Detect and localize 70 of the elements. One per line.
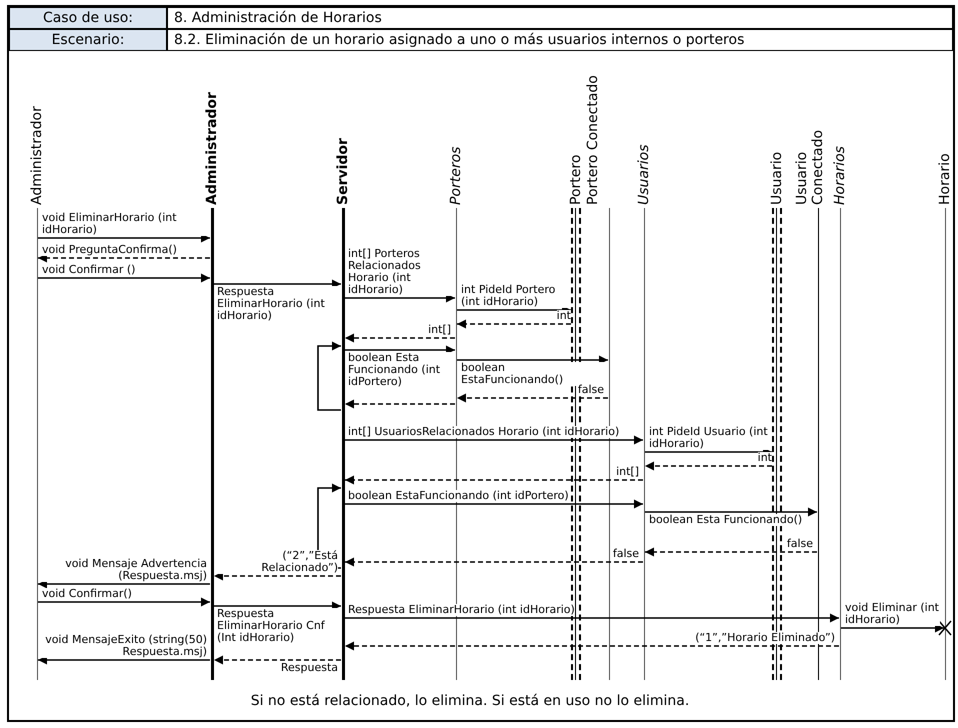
note-text: Si no está relacionado, lo elimina. Si está en uso no lo elimina. — [250, 692, 690, 710]
return-arrow — [214, 656, 341, 664]
participant-name: Servidor — [335, 137, 351, 205]
participant-name: Usuarios — [636, 144, 652, 205]
message-arrow — [38, 274, 210, 282]
participant-name: Portero — [568, 154, 584, 205]
return-arrow — [345, 334, 455, 342]
message-label: (“1”,”Horario Eliminado”) — [695, 632, 835, 644]
participant-name: Horarios — [832, 145, 848, 205]
message-arrow — [345, 614, 839, 622]
participant-name: Usuario — [769, 150, 785, 205]
participant-name: Portero Conectado — [585, 75, 602, 205]
message-arrow — [841, 624, 944, 632]
return-arrow — [214, 572, 341, 580]
message-label: int[] UsuariosRelacionados Horario (int idHorario) — [348, 426, 620, 438]
message-arrow — [345, 346, 455, 354]
participant-name: Administrador — [204, 91, 220, 205]
message-label: boolean EstaFuncionando() — [461, 362, 604, 386]
loop-arrow — [317, 342, 341, 411]
table-cell: 8.2. Eliminación de un horario asignado a uno o más usuarios internos o porteros — [167, 29, 953, 51]
message-arrow — [38, 580, 210, 588]
message-label: int — [556, 310, 571, 322]
message-label: void Eliminar (int idHorario) — [845, 602, 940, 626]
message-arrow — [345, 294, 455, 302]
message-label: void PreguntaConfirma() — [42, 244, 177, 256]
message-arrow — [457, 356, 608, 364]
message-label: false — [578, 384, 604, 396]
message-label: void EliminarHorario (int idHorario) — [42, 212, 207, 236]
message-label: int — [758, 452, 772, 464]
message-label: Respuesta EliminarHorario (int idHorario) — [217, 286, 338, 322]
message-label: false — [786, 538, 813, 550]
message-arrow — [345, 500, 643, 508]
return-arrow — [645, 548, 817, 556]
return-arrow — [345, 476, 643, 484]
return-arrow — [345, 642, 839, 650]
participant-name: Usuario Conectado — [794, 128, 826, 205]
message-label: int[] Porteros Relacionados Horario (int idHorario) — [348, 248, 451, 296]
message-arrow — [645, 508, 817, 516]
message-arrow — [38, 234, 210, 242]
message-label: int[] — [616, 466, 639, 478]
return-arrow — [457, 394, 608, 402]
message-label: Respuesta — [280, 662, 338, 674]
table-header-cell: Caso de uso: — [9, 7, 167, 29]
participant-name: Porteros — [448, 146, 464, 205]
return-arrow — [457, 320, 571, 328]
message-label: Respuesta EliminarHorario Cnf (Int idHorario) — [217, 608, 338, 644]
message-label: void MensajeExito (string(50) Respuesta.msj) — [42, 634, 207, 658]
return-arrow — [345, 558, 643, 566]
message-label: Respuesta EliminarHorario (int idHorario) — [348, 604, 575, 616]
table-header-cell: Escenario: — [9, 29, 167, 51]
message-label: boolean Esta Funcionando (int idPortero) — [348, 352, 451, 388]
message-label: void Confirmar() — [42, 588, 132, 600]
message-label: (“2”,”Está Relacionado”) — [217, 550, 338, 574]
return-arrow — [645, 462, 772, 470]
message-label: false — [612, 548, 639, 560]
message-label: void Mensaje Advertencia (Respuesta.msj) — [42, 558, 207, 582]
participant-name: Administrador — [29, 105, 45, 205]
message-label: int[] — [428, 324, 451, 336]
table-cell: 8. Administración de Horarios — [167, 7, 953, 29]
message-arrow — [38, 656, 210, 664]
participant-name: Horario — [937, 152, 953, 205]
return-arrow — [345, 400, 455, 408]
message-label: boolean Esta Funcionando() — [649, 514, 802, 526]
message-arrow — [345, 436, 643, 444]
message-arrow — [214, 602, 341, 610]
message-label: boolean EstaFuncionando (int idPortero) — [348, 490, 569, 502]
message-arrow — [38, 598, 210, 606]
return-arrow — [38, 254, 210, 262]
message-label: void Confirmar () — [42, 264, 136, 276]
message-arrow — [214, 280, 341, 288]
